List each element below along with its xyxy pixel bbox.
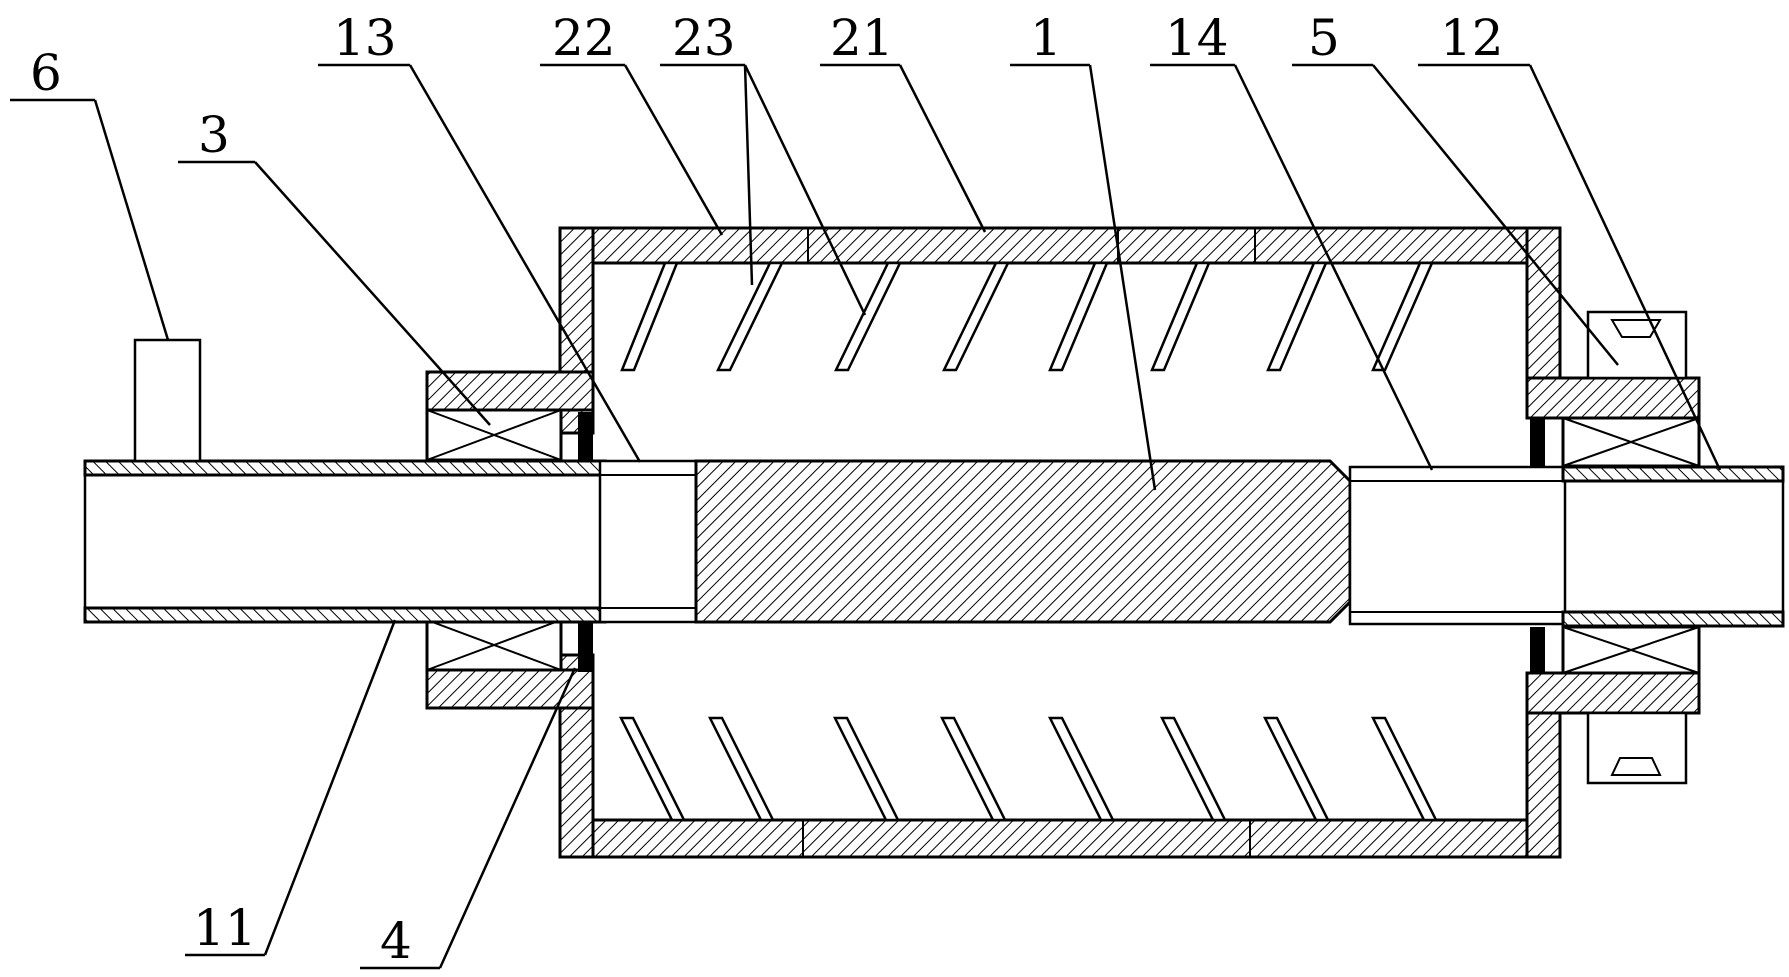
blade-top-8 xyxy=(1371,261,1434,372)
left-pin xyxy=(133,338,202,463)
blade-top-1 xyxy=(620,261,679,372)
inner-tube-left xyxy=(598,459,698,624)
label-14: 14 xyxy=(1165,9,1229,67)
blade-bottom-7 xyxy=(1262,716,1331,822)
seals xyxy=(578,412,1545,673)
blade-top-3 xyxy=(834,261,902,372)
central-shaft-core xyxy=(694,459,1352,624)
blade-top-4 xyxy=(942,261,1010,372)
blades xyxy=(618,261,1439,822)
blade-bottom-1 xyxy=(618,716,687,822)
label-13: 13 xyxy=(333,9,397,67)
label-3: 3 xyxy=(198,106,230,164)
left-bearing xyxy=(425,408,563,672)
label-5: 5 xyxy=(1308,9,1340,67)
label-4: 4 xyxy=(380,912,412,970)
blade-bottom-2 xyxy=(707,716,776,822)
leader-lines xyxy=(10,63,1722,970)
label-21: 21 xyxy=(830,9,894,67)
label-23: 23 xyxy=(672,9,736,67)
label-22: 22 xyxy=(552,9,616,67)
blade-bottom-6 xyxy=(1159,716,1228,822)
right-hollow-shaft xyxy=(1348,465,1785,628)
right-bearing xyxy=(1561,416,1701,675)
label-11: 11 xyxy=(193,899,257,957)
blade-top-6 xyxy=(1150,261,1211,372)
right-bearing-housing xyxy=(1525,376,1701,715)
label-6: 6 xyxy=(30,44,62,102)
blade-top-7 xyxy=(1266,261,1328,372)
blade-top-2 xyxy=(716,261,784,372)
blade-bottom-8 xyxy=(1370,716,1439,822)
blade-bottom-3 xyxy=(832,716,901,822)
blade-top-5 xyxy=(1048,261,1109,372)
blade-bottom-4 xyxy=(939,716,1008,822)
label-1: 1 xyxy=(1030,9,1062,67)
right-drive-blocks xyxy=(1586,310,1688,785)
left-hollow-shaft xyxy=(83,459,607,624)
blade-bottom-5 xyxy=(1047,716,1116,822)
label-12: 12 xyxy=(1440,9,1504,67)
